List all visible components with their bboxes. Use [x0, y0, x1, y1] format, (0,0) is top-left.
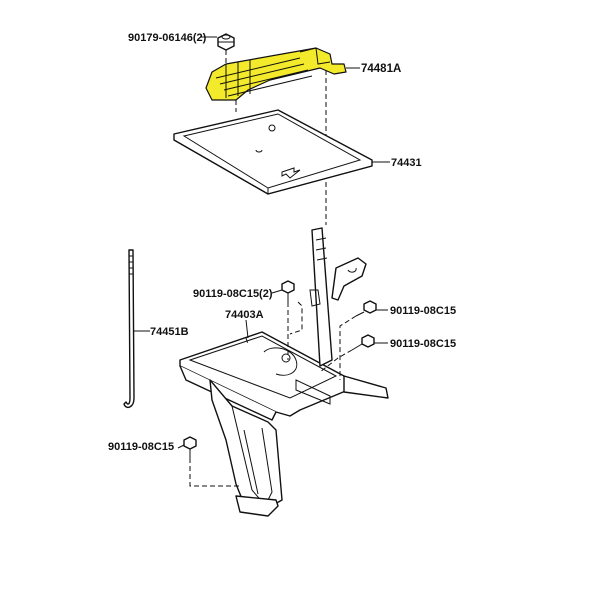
dash-bolt-r1 — [339, 315, 357, 380]
dash-bolt-r2 — [319, 349, 353, 373]
label-74431: 74431 — [391, 157, 422, 169]
bolt-90119-08c15-top — [281, 280, 295, 302]
hold-down-rod-74451b — [123, 249, 135, 409]
label-74481a: 74481A — [361, 63, 401, 75]
dash-bracket-link — [245, 301, 303, 345]
dash-bolt-left — [189, 458, 240, 487]
bolt-90119-08c15-left — [183, 436, 197, 458]
label-90119-08c15-r1: 90119-08C15 — [390, 305, 456, 317]
bolt-90119-08c15-right-upper — [355, 300, 377, 317]
label-90119-08c15-r2: 90119-08C15 — [390, 338, 456, 350]
leader-90119-left — [177, 444, 185, 449]
label-90119-08c15-left: 90119-08C15 — [108, 441, 174, 453]
battery-clamp-74481a — [205, 47, 347, 101]
label-74403a: 74403A — [225, 309, 264, 321]
leader-90119-top — [271, 289, 283, 294]
label-74451b: 74451B — [150, 326, 189, 338]
label-90119-08c15-2: 90119-08C15(2) — [193, 288, 273, 300]
nut-90179-06146 — [217, 33, 235, 51]
bolt-90119-08c15-right-lower — [351, 334, 375, 351]
battery-carrier-74403a — [179, 227, 389, 517]
battery-tray-74431 — [173, 109, 373, 195]
leader-74403a — [245, 319, 249, 339]
label-90179-06146: 90179-06146(2) — [128, 32, 207, 44]
